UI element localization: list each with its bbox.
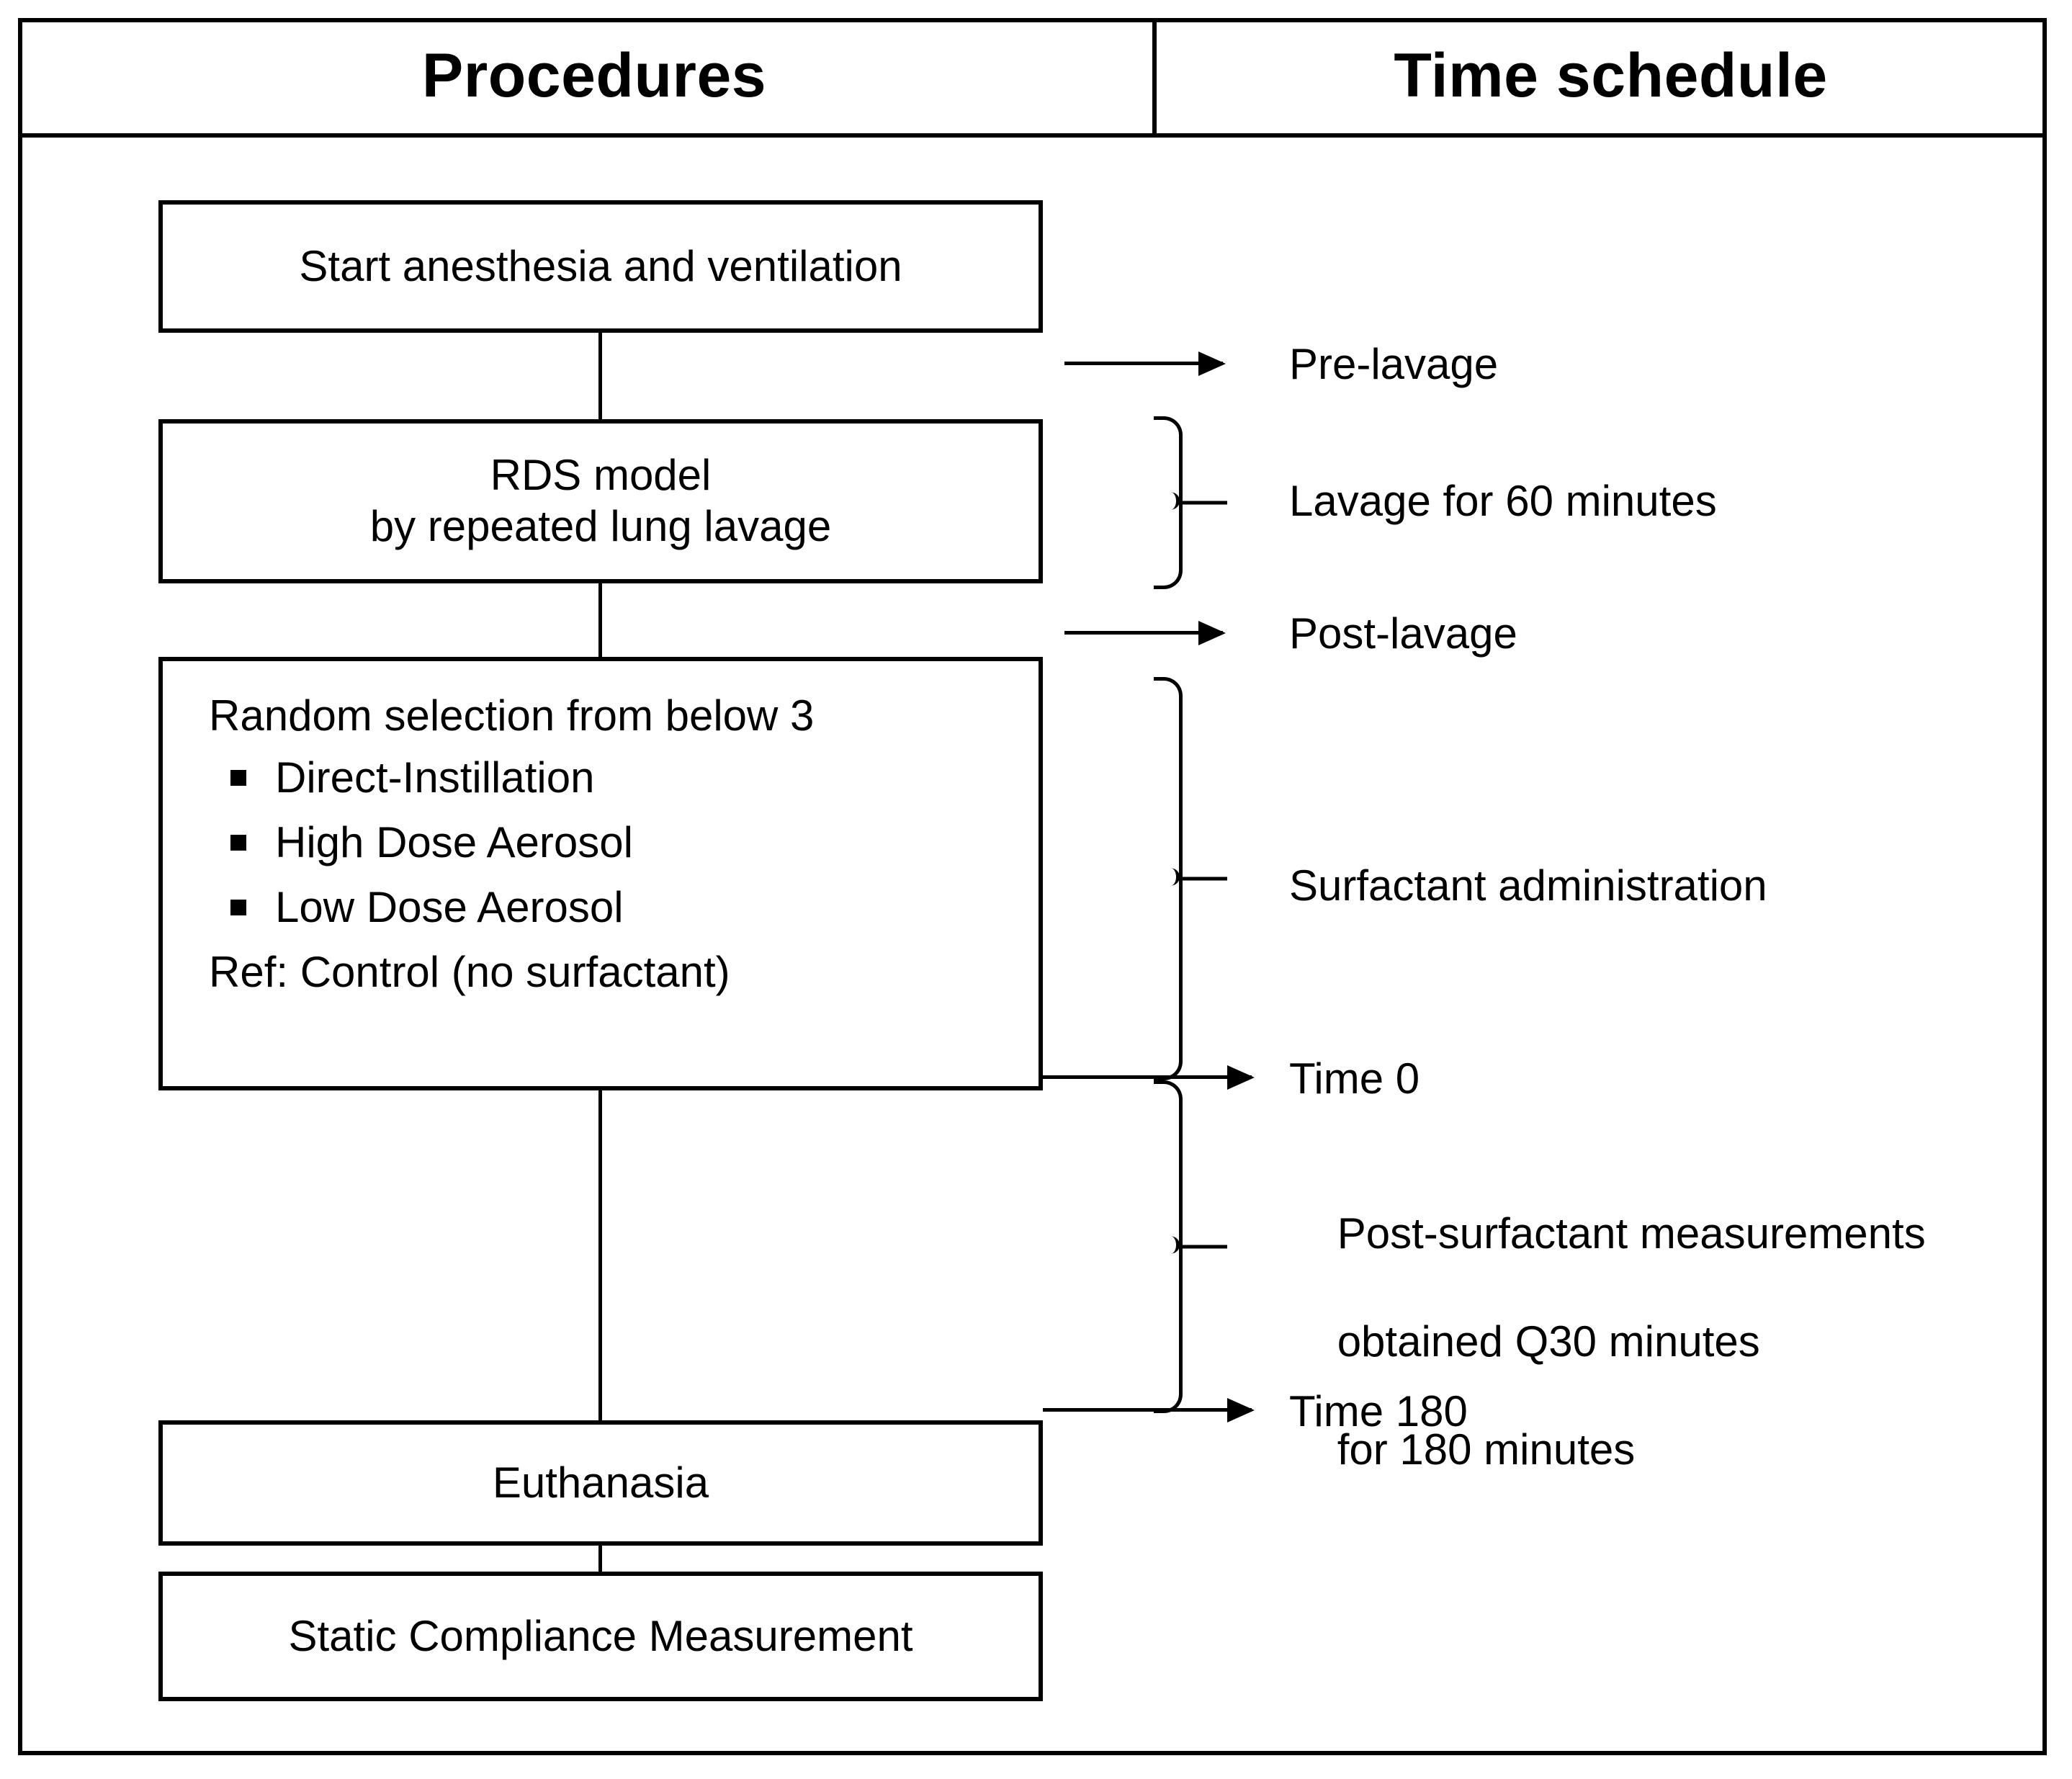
list-item: High Dose Aerosol (209, 821, 1039, 864)
process-box-static-compliance: Static Compliance Measurement (158, 1572, 1043, 1701)
time-label-pre-lavage: Pre-lavage (1289, 340, 1499, 388)
time-label-time-180: Time 180 (1289, 1387, 1468, 1435)
option-label: Direct-Instillation (275, 753, 595, 802)
brace-tick-icon (1176, 1236, 1227, 1254)
connector-random-to-euthanasia (598, 1090, 602, 1420)
list-item: Direct-Instillation (209, 756, 1039, 799)
post-measurements-line2: obtained Q30 minutes (1337, 1317, 1760, 1366)
header-cell-procedures: Procedures (18, 18, 1170, 133)
brace-icon-post-measurements (1154, 1080, 1227, 1413)
table-header-row: Procedures Time schedule (18, 18, 2047, 138)
process-box-start-anesthesia: Start anesthesia and ventilation (158, 200, 1043, 333)
time-schedule-title: Time schedule (1394, 41, 1828, 110)
header-column-divider (1152, 18, 1157, 138)
process-box-rds-model: RDS model by repeated lung lavage (158, 419, 1043, 583)
rds-model-label-line2: by repeated lung lavage (369, 502, 832, 550)
brace-tick-icon (1176, 868, 1227, 886)
arrow-icon-time-180 (1043, 1408, 1252, 1412)
time-label-time-0: Time 0 (1289, 1054, 1420, 1103)
connector-euthanasia-to-static (598, 1546, 602, 1572)
rds-model-label-line1: RDS model (490, 451, 712, 500)
list-item: Low Dose Aerosol (209, 886, 1039, 929)
connector-start-to-rds (598, 333, 602, 419)
square-bullet-icon (230, 770, 246, 786)
brace-tick-icon (1176, 492, 1227, 510)
procedures-title: Procedures (421, 41, 767, 110)
post-measurements-line1: Post-surfactant measurements (1337, 1209, 1926, 1258)
start-anesthesia-label: Start anesthesia and ventilation (299, 241, 902, 290)
arrow-icon-post-lavage (1064, 631, 1223, 635)
option-label: High Dose Aerosol (275, 818, 633, 866)
arrow-icon-pre-lavage (1064, 362, 1223, 365)
arrow-icon-time-0 (1043, 1075, 1252, 1079)
random-selection-options-list: Direct-Instillation High Dose Aerosol Lo… (209, 756, 1039, 929)
post-measurements-line3: for 180 minutes (1337, 1425, 1636, 1474)
euthanasia-label: Euthanasia (492, 1458, 709, 1507)
option-label: Low Dose Aerosol (275, 883, 624, 931)
random-selection-reference: Ref: Control (no surfactant) (209, 948, 730, 996)
connector-rds-to-random (598, 583, 602, 657)
square-bullet-icon (230, 900, 246, 915)
time-label-post-lavage: Post-lavage (1289, 609, 1517, 658)
process-box-euthanasia: Euthanasia (158, 1420, 1043, 1546)
time-label-surfactant-administration: Surfactant administration (1289, 861, 1767, 910)
brace-icon-lavage-duration (1154, 416, 1227, 589)
random-selection-heading: Random selection from below 3 (209, 691, 815, 740)
process-box-random-selection: Random selection from below 3 Direct-Ins… (158, 657, 1043, 1090)
time-label-post-surfactant-measurements: Post-surfactant measurements obtained Q3… (1289, 1152, 1926, 1531)
time-label-lavage-60: Lavage for 60 minutes (1289, 477, 1717, 525)
static-compliance-label: Static Compliance Measurement (288, 1611, 913, 1660)
square-bullet-icon (230, 835, 246, 851)
brace-icon-surfactant-administration (1154, 677, 1227, 1080)
header-cell-time-schedule: Time schedule (1175, 18, 2047, 133)
random-selection-content: Random selection from below 3 Direct-Ins… (163, 661, 1039, 994)
